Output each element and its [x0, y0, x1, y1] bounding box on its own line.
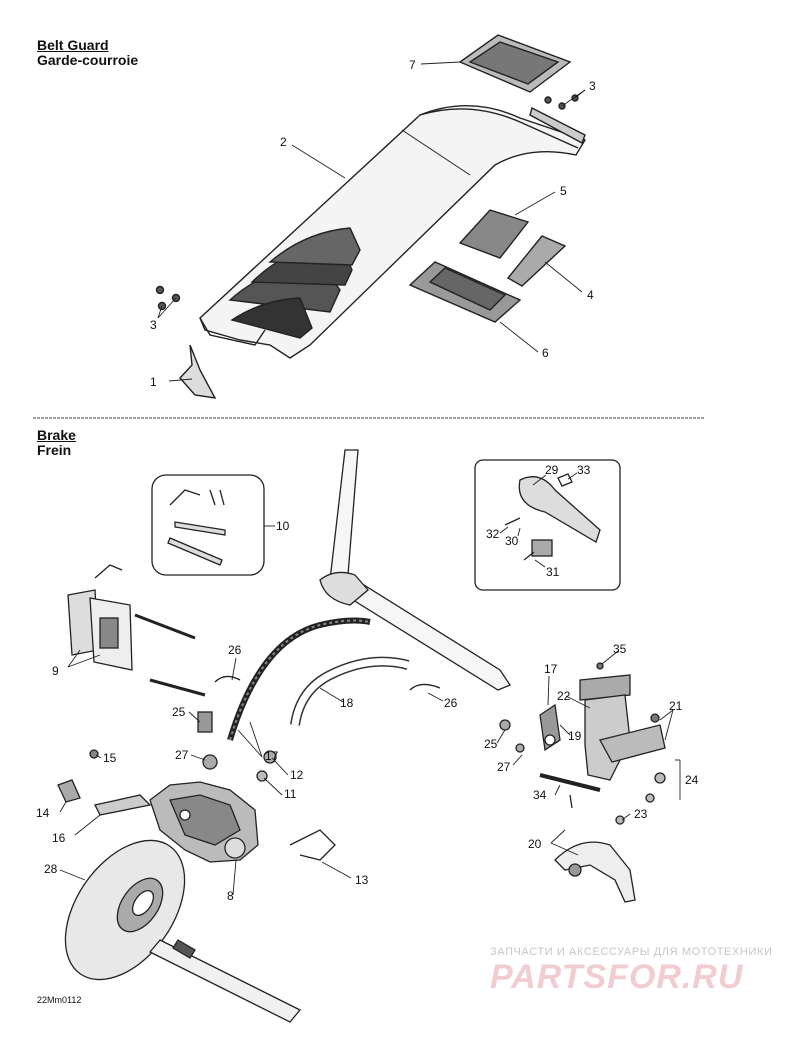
callout-27b: 27	[497, 760, 511, 774]
callout-28: 28	[44, 862, 58, 876]
callout-3b: 3	[589, 79, 596, 93]
callout-16: 16	[52, 831, 66, 845]
brake-callouts: 8 9 10 11 12 13 14 15 16 17 17 18 19 20 …	[36, 463, 699, 903]
callout-34: 34	[533, 788, 547, 802]
callout-10: 10	[276, 519, 290, 533]
callout-26b: 26	[444, 696, 458, 710]
belt-guard-title-fr: Garde-courroie	[37, 52, 139, 68]
callout-19: 19	[568, 729, 582, 743]
callout-33: 33	[577, 463, 591, 477]
callout-1: 1	[150, 375, 157, 389]
brake-drawing	[57, 449, 666, 1023]
belt-guard-title-en: Belt Guard	[37, 37, 109, 53]
callout-25b: 25	[484, 737, 498, 751]
callout-29: 29	[545, 463, 559, 477]
belt-guard-leaders	[157, 61, 586, 382]
callout-25a: 25	[172, 705, 186, 719]
diagram-reference: 22Mm0112	[37, 995, 82, 1005]
brake-title: Brake Frein	[37, 428, 76, 458]
callout-23: 23	[634, 807, 648, 821]
callout-2: 2	[280, 135, 287, 149]
callout-11: 11	[284, 787, 297, 801]
belt-guard-title: Belt Guard Garde-courroie	[37, 38, 138, 68]
callout-32: 32	[486, 527, 500, 541]
callout-31: 31	[546, 565, 560, 579]
callout-6: 6	[542, 346, 549, 360]
callout-13: 13	[355, 873, 369, 887]
callout-30: 30	[505, 534, 519, 548]
callout-27a: 27	[175, 748, 189, 762]
belt-guard-drawing	[155, 34, 587, 399]
callout-8: 8	[227, 889, 234, 903]
callout-24: 24	[685, 773, 699, 787]
callout-35: 35	[613, 642, 627, 656]
callout-15: 15	[103, 751, 117, 765]
callout-5: 5	[560, 184, 567, 198]
callout-3a: 3	[150, 318, 157, 332]
callout-21: 21	[669, 699, 683, 713]
brake-title-en: Brake	[37, 427, 76, 443]
watermark-logo: PARTSFOR.RU	[490, 958, 744, 996]
callout-17b: 17	[544, 662, 558, 676]
callout-18: 18	[340, 696, 354, 710]
callout-17a: 17	[265, 749, 279, 763]
brake-leaders	[59, 472, 681, 896]
callout-12: 12	[290, 768, 304, 782]
callout-4: 4	[587, 288, 594, 302]
callout-7: 7	[409, 58, 416, 72]
callout-26a: 26	[228, 643, 242, 657]
callout-9: 9	[52, 664, 59, 678]
brake-title-fr: Frein	[37, 442, 72, 458]
callout-14: 14	[36, 806, 50, 820]
callout-22: 22	[557, 689, 571, 703]
callout-20: 20	[528, 837, 542, 851]
watermark-tagline: ЗАПЧАСТИ И АКСЕССУАРЫ ДЛЯ МОТОТЕХНИКИ	[490, 946, 773, 958]
belt-guard-callouts: 1 2 3 3 4 5 6 7	[150, 58, 596, 389]
